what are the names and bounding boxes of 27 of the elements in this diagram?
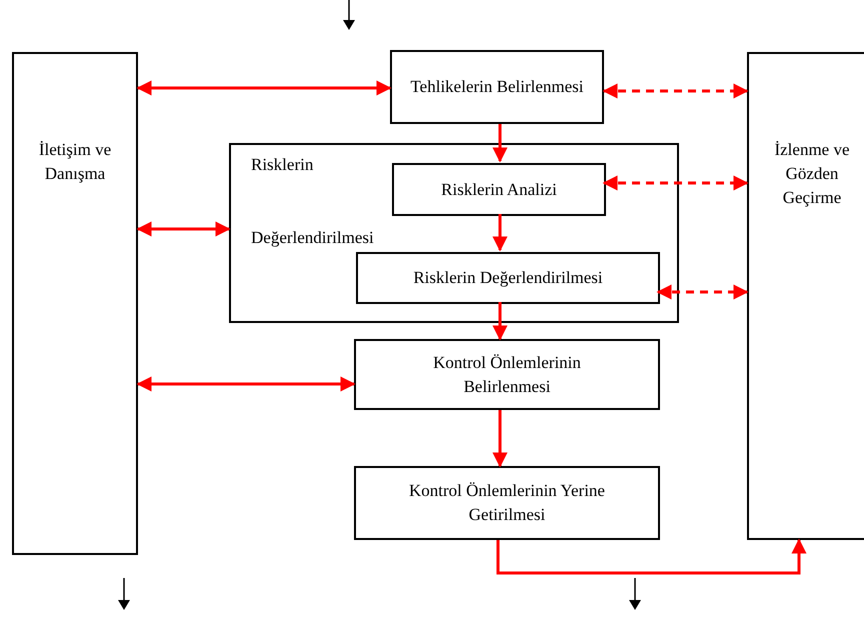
process-box — [392, 163, 606, 216]
arrow — [602, 176, 748, 190]
arrow — [136, 80, 392, 96]
arrow — [492, 214, 508, 252]
box-label: Kontrol Önlemlerinin Yerine Getirilmesi — [408, 480, 606, 526]
box-label: İzlenme ve Gözden Geçirme — [773, 139, 851, 209]
group-box — [229, 143, 679, 323]
arrow — [492, 410, 508, 468]
box-label: Risklerin Değerlendirilmesi — [413, 267, 603, 289]
group-title: Risklerin Değerlendirilmesi — [251, 154, 375, 249]
box-label: Kontrol Önlemlerinin Belirlenmesi — [432, 352, 582, 398]
process-box — [354, 339, 660, 410]
box-label: Tehlikelerin Belirlenmesi — [410, 76, 584, 98]
process-box — [390, 50, 604, 124]
arrow — [492, 302, 508, 340]
process-box — [747, 52, 864, 540]
arrow — [656, 284, 748, 300]
arrow — [602, 84, 748, 98]
arrow — [136, 222, 230, 236]
box-label: Risklerin Analizi — [441, 178, 557, 200]
process-box — [12, 52, 138, 555]
arrow — [136, 376, 356, 392]
arrow — [492, 124, 508, 162]
process-box — [354, 466, 660, 540]
arrow — [496, 538, 806, 574]
process-box — [356, 252, 660, 304]
box-label: İletişim ve Danışma — [38, 139, 112, 185]
